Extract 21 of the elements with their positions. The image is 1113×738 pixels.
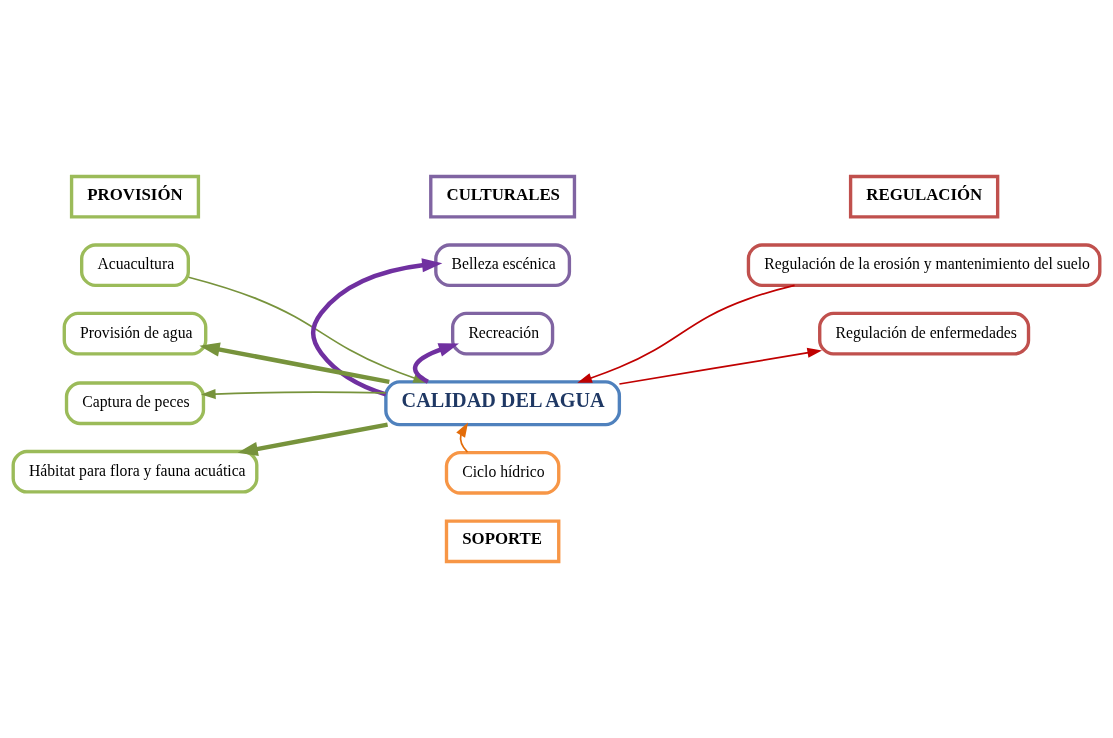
node-box: PROVISIÓN: [69, 174, 201, 219]
node-box: CALIDAD DEL AGUA: [384, 380, 622, 427]
node-box: SOPORTE: [444, 519, 561, 564]
node-box: Belleza escénica: [434, 243, 572, 288]
arrow: [456, 422, 469, 453]
node-box: Provisión de agua: [62, 311, 208, 356]
node-box: REGULACIÓN: [848, 174, 1000, 219]
arrow: [237, 422, 388, 456]
arrow: [199, 342, 390, 385]
node-box: Hábitat para flora y fauna acuática: [11, 449, 259, 494]
node-box: Recreación: [451, 311, 555, 356]
arrow: [311, 258, 443, 397]
arrow: [577, 284, 796, 383]
node-box: Ciclo hídrico: [444, 450, 561, 495]
arrow: [618, 347, 822, 385]
node-box: Regulación de enfermedades: [818, 311, 1031, 356]
node-box: CULTURALES: [429, 174, 577, 219]
node-box: Captura de peces: [64, 381, 206, 426]
arrow: [201, 388, 387, 400]
node-box: Acuacultura: [80, 243, 190, 288]
node-box: Regulación de la erosión y mantenimiento del suelo: [746, 243, 1102, 288]
